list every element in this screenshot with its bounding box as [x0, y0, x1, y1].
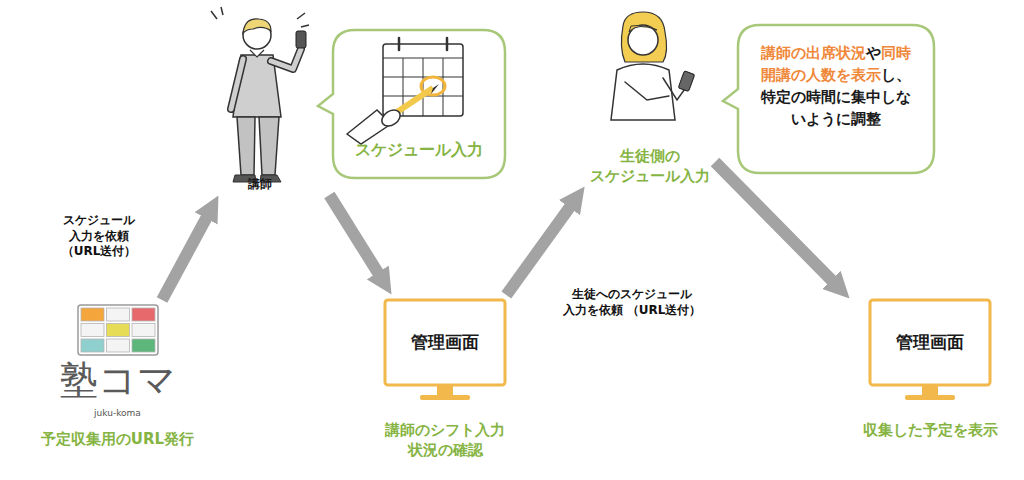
- raised-arm: [271, 49, 301, 69]
- flow-arrow: [162, 216, 207, 300]
- pencil-tip: [431, 84, 439, 94]
- raised-arm: [271, 49, 301, 69]
- logo-frame: [78, 305, 158, 355]
- flow-arrow: [329, 195, 379, 275]
- calendar-grid: [383, 58, 463, 116]
- arm: [625, 82, 669, 100]
- monitor-base: [420, 395, 470, 400]
- logo-tile: [107, 339, 130, 352]
- edge-label: スケジュール 入力を依頼 （URL送付）: [40, 212, 158, 261]
- step-caption: 生徒側の スケジュール入力: [585, 147, 715, 186]
- speech-bubble: 講師の出席状況や同時開講の人数を表示し、特定の時間に集中しないように調整: [738, 25, 934, 173]
- body-text: や: [866, 44, 881, 62]
- admin-monitor: 管理画面講師のシフト入力 状況の確認: [365, 295, 525, 465]
- calendar-rings: [399, 38, 447, 50]
- head: [628, 25, 658, 55]
- screen-title: 管理画面: [365, 331, 525, 353]
- arm: [231, 59, 243, 109]
- calendar: [383, 44, 463, 116]
- logo-block: 塾コマ juku-koma 予定収集用のURL発行: [10, 300, 225, 465]
- logo-tile: [132, 308, 155, 321]
- bubble-outline: [723, 25, 934, 173]
- bubble-text: スケジュール入力: [333, 140, 505, 161]
- logo-tile: [107, 324, 130, 337]
- node-graphic: [205, 5, 335, 195]
- role-label: 講師: [235, 177, 285, 193]
- hair: [621, 12, 666, 62]
- logo-tile: [132, 339, 155, 352]
- logo-wordmark: 塾コマ: [10, 356, 225, 405]
- logo-romaji: juku-koma: [10, 408, 225, 420]
- collar: [250, 50, 264, 57]
- phone: [296, 31, 306, 48]
- bubble-outline: [318, 30, 505, 178]
- highlight-text: 講師の出席状況: [761, 44, 866, 62]
- monitor-neck: [437, 385, 453, 395]
- node-graphic: [365, 295, 525, 465]
- admin-monitor: 管理画面収集した予定を表示: [850, 295, 1010, 465]
- legs: [237, 117, 279, 175]
- speech-bubble: スケジュール入力: [333, 30, 505, 178]
- flow-arrow: [506, 206, 571, 295]
- monitor-base: [905, 395, 955, 400]
- logo-tile: [81, 324, 104, 337]
- monitor-neck: [922, 385, 938, 395]
- arm: [231, 59, 243, 109]
- logo-tile: [132, 324, 155, 337]
- shirt: [611, 64, 675, 120]
- bangs: [629, 26, 657, 33]
- step-caption: 予定収集用のURL発行: [10, 430, 225, 450]
- logo-tile: [81, 339, 104, 352]
- hand: [379, 107, 403, 130]
- flow-arrow: [715, 162, 833, 282]
- step-caption: 講師のシフト入力 状況の確認: [365, 421, 525, 460]
- student-figure: 生徒側の スケジュール入力: [585, 0, 715, 192]
- teacher-figure: 講師: [205, 5, 335, 195]
- step-caption: 収集した予定を表示: [850, 421, 1010, 441]
- screen-title: 管理画面: [850, 331, 1010, 353]
- node-graphic: [850, 295, 1010, 465]
- logo-tile: [107, 308, 130, 321]
- edge-label: 生徒へのスケジュール 入力を依頼 （URL送付）: [548, 286, 716, 319]
- phone: [678, 71, 694, 92]
- logo-tile: [81, 308, 104, 321]
- hair: [243, 19, 271, 33]
- bubble-text: 講師の出席状況や同時開講の人数を表示し、特定の時間に集中しないように調整: [758, 42, 914, 130]
